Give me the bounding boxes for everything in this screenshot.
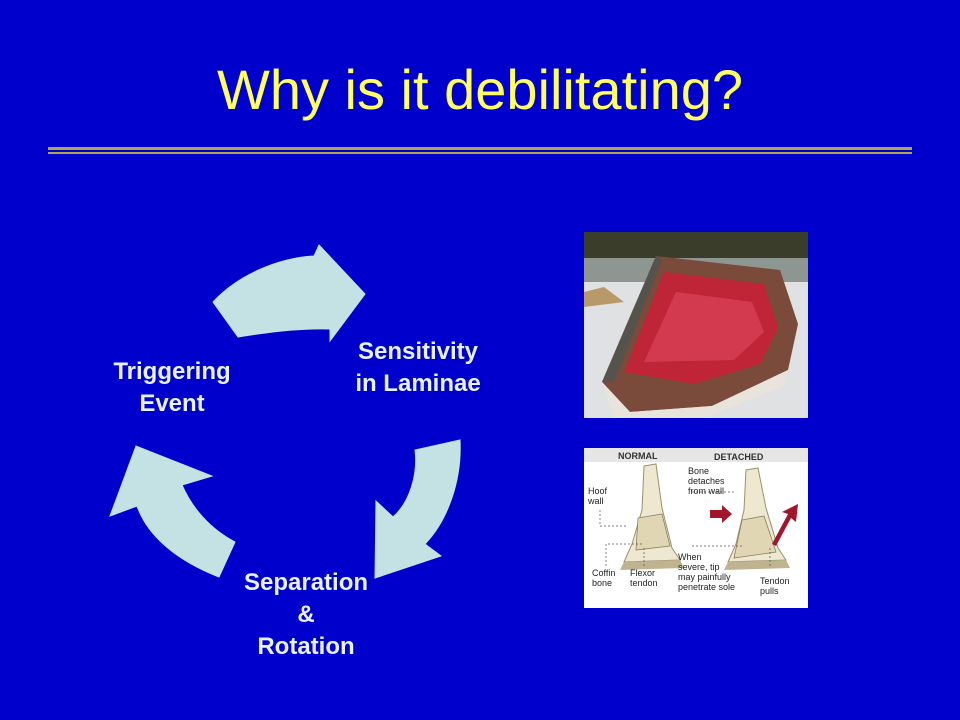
label-separation-rotation: Separation & Rotation [243, 569, 369, 660]
cycle-arrow-top [212, 244, 366, 343]
label-flexor-tendon: Flexor tendon [630, 568, 658, 588]
hoof-anatomy-diagram: NORMAL DETACHED Hoof wall Coffin bone Fl… [584, 448, 808, 608]
hoof-anatomy-drawing [584, 448, 808, 570]
label-hoof-wall: Hoof wall [588, 486, 608, 506]
label-bone-detaches: Bone detaches from wall [688, 466, 725, 496]
cycle-arrow-left [109, 445, 236, 578]
label-coffin-bone: Coffin bone [592, 568, 616, 588]
cycle-arrow-right [374, 439, 461, 579]
label-sensitivity-laminae: Sensitivity in Laminae [355, 338, 481, 397]
slide-title: Why is it debilitating? [216, 58, 743, 121]
label-tendon-pulls: Tendon pulls [760, 576, 790, 596]
hoof-photo [584, 232, 808, 418]
hoof-photo-image [584, 232, 808, 418]
label-when-severe: When severe, tip may painfully penetrate… [678, 552, 736, 592]
title-divider [48, 147, 912, 155]
heading-detached: DETACHED [714, 452, 764, 462]
heading-normal: NORMAL [618, 451, 658, 461]
label-triggering-event: Triggering Event [113, 358, 231, 417]
